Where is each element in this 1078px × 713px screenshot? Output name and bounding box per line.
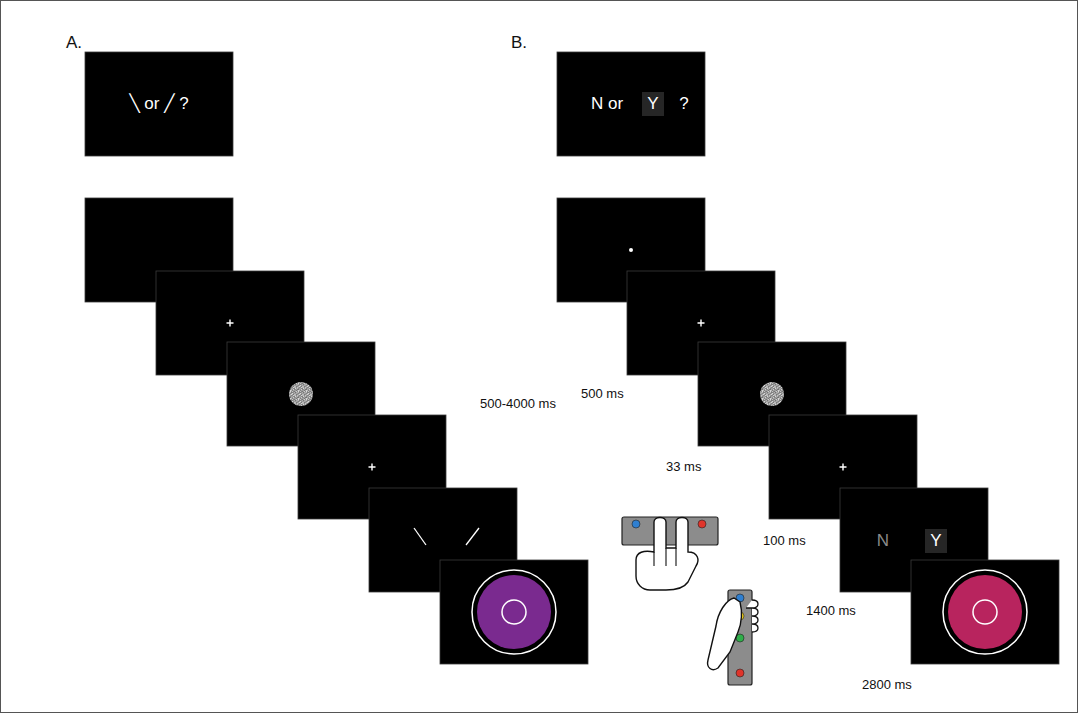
screen-panel <box>440 560 588 664</box>
hand-outline <box>636 518 698 591</box>
hand-outline <box>708 598 742 670</box>
stimulus-screen: NY <box>840 488 988 592</box>
screen-text: N <box>877 531 889 551</box>
confidence-center <box>502 600 526 624</box>
hand-detail <box>654 548 676 566</box>
pad-button <box>736 669 744 677</box>
screen-text: N or <box>591 94 623 114</box>
duration-label: 500 ms <box>581 387 624 402</box>
fixation-cross <box>698 320 705 327</box>
screen-panel <box>85 52 233 156</box>
pad-button <box>632 520 640 528</box>
noise-patch <box>760 382 784 406</box>
response-pad <box>622 517 718 590</box>
confidence-ring <box>943 570 1027 654</box>
screen-text: ? <box>679 94 688 114</box>
confidence-disc <box>948 575 1022 649</box>
screen-panel <box>557 52 705 156</box>
stimulus-screen: N or Y? <box>557 52 705 156</box>
screen-text: Y <box>925 529 946 553</box>
response-pad <box>708 590 758 685</box>
screen-text: ╲ or ╱ ? <box>129 94 188 114</box>
confidence-disc <box>477 575 551 649</box>
duration-label: 2800 ms <box>862 678 912 693</box>
duration-label: 1400 ms <box>806 604 856 619</box>
screen-text: Y <box>642 92 663 116</box>
duration-label: 100 ms <box>763 534 806 549</box>
panel-letter: A. <box>66 33 82 53</box>
fixation-dot <box>629 248 633 252</box>
fixation-cross <box>840 464 847 471</box>
fixation-cross <box>227 320 234 327</box>
screen <box>557 52 705 156</box>
screen-panel <box>911 560 1059 664</box>
duration-label: 500-4000 ms <box>480 397 556 412</box>
fixation-cross <box>369 464 376 471</box>
screen <box>85 52 233 156</box>
screen <box>911 560 1059 664</box>
orientation-line <box>466 528 479 545</box>
stimulus-screen: ╲ or ╱ ? <box>85 52 233 156</box>
duration-label: 33 ms <box>666 460 701 475</box>
confidence-ring <box>472 570 556 654</box>
panel-letter: B. <box>511 33 527 53</box>
hand-outline <box>746 600 758 632</box>
pad-button <box>698 520 706 528</box>
noise-patch <box>289 382 313 406</box>
orientation-line <box>414 528 426 545</box>
screen <box>440 560 588 664</box>
confidence-center <box>973 600 997 624</box>
pad-body <box>622 517 718 545</box>
